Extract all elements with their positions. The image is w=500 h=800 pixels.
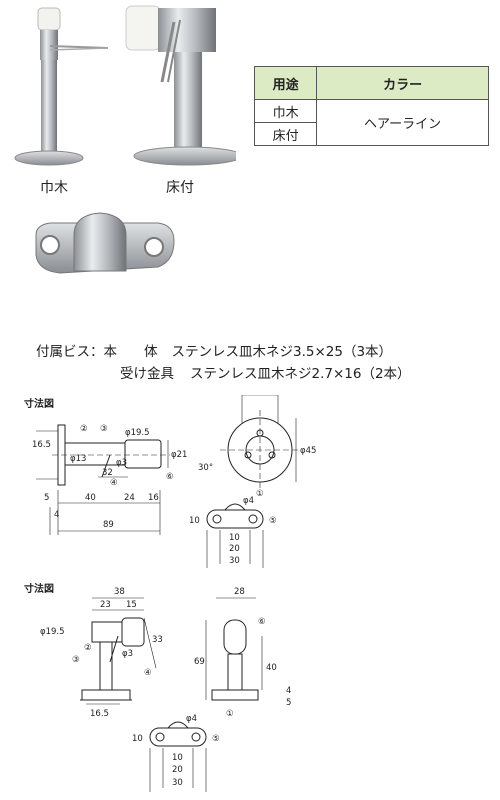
spec-header-use: 用途 (253, 66, 318, 100)
drawing1-d-89: 89 (103, 520, 114, 530)
drawing1-n1: ① (256, 489, 264, 499)
drawing1-n4: ④ (110, 478, 118, 488)
drawing1-d-base: φ13 (70, 454, 86, 464)
catch2-d-10l: 10 (132, 734, 143, 744)
drawing2-d-5: 5 (286, 698, 291, 708)
drawing2-d-165: 16.5 (90, 709, 109, 719)
photo-caption-wall: 巾木 (40, 180, 68, 196)
drawing1-d-32: 32 (102, 468, 113, 478)
dimension-drawing-floor: 寸法図 38 23 15 φ19.5 33 φ3 16.5 28 69 40 4… (24, 582, 291, 719)
dimension-drawing-catch-2: φ4 10 ⑤ 10 20 30 (132, 714, 220, 792)
drawing1-n3: ③ (100, 424, 108, 434)
drawing2-d-15: 15 (126, 600, 137, 610)
drawing1-d-45: φ45 (300, 446, 316, 456)
drawing2-n1: ① (226, 709, 234, 719)
product-photo-wall-type (14, 7, 109, 166)
drawing2-title: 寸法図 (24, 582, 54, 595)
screw-line-2-value: ステンレス皿木ネジ2.7×16（2本） (190, 366, 411, 382)
product-photo-floor-type (125, 5, 236, 166)
catch1-d-10: 10 (229, 533, 240, 543)
drawing1-d-40: 40 (85, 493, 96, 503)
spec-table: 用途 カラー 巾木 ヘアーライン 床付 (253, 66, 489, 146)
catch1-d-10l: 10 (189, 516, 200, 526)
screw-line-2: 受け金具ステンレス皿木ネジ2.7×16（2本） (120, 362, 411, 382)
photo-caption-floor: 床付 (166, 180, 194, 196)
drawing1-d-4: 4 (54, 510, 59, 520)
drawing1-d-165: 16.5 (32, 440, 51, 450)
catch1-d-30: 30 (229, 556, 240, 566)
drawing1-d-3: φ3 (116, 458, 127, 468)
drawing2-d-3: φ3 (122, 649, 133, 659)
screw-line-1-value: ステンレス皿木ネジ3.5×25（3本） (171, 344, 393, 360)
screw-line-1-label: 付属ビス：本 体 (36, 344, 158, 360)
drawing1-d-21: φ21 (171, 450, 187, 460)
drawing1-d-top: φ19.5 (125, 428, 150, 438)
drawing1-n2: ② (80, 424, 88, 434)
catch2-n5: ⑤ (212, 734, 220, 744)
catch1-d-20: 20 (229, 544, 240, 554)
drawing2-d-40: 40 (266, 663, 277, 673)
drawing1-d-16: 16 (148, 493, 159, 503)
screw-line-1: 付属ビス：本 体ステンレス皿木ネジ3.5×25（3本） (36, 340, 392, 360)
drawing2-d-33: 33 (152, 635, 163, 645)
catch2-d-phi4: φ4 (186, 714, 197, 724)
drawing2-d-28: 28 (234, 587, 245, 597)
drawing1-d-24: 24 (124, 493, 135, 503)
drawing2-n6: ⑥ (258, 617, 266, 627)
drawing2-d-4: 4 (286, 686, 291, 696)
drawing2-d-69: 69 (194, 657, 205, 667)
catch1-d-phi4: φ4 (243, 496, 254, 506)
product-photo-catch (35, 212, 175, 274)
catch2-d-10: 10 (172, 753, 183, 763)
drawing2-d-195: φ19.5 (40, 627, 65, 637)
catch2-d-20: 20 (172, 765, 183, 775)
drawing2-d-23: 23 (100, 600, 111, 610)
spec-use-2: 床付 (253, 122, 318, 146)
drawing2-n3: ③ (72, 655, 80, 665)
drawing2-n2: ② (84, 643, 92, 653)
dimension-drawing-catch-1: φ4 10 ⑤ 10 20 30 (189, 496, 277, 568)
drawing1-d-28: 28 (254, 395, 265, 396)
drawing2-d-38: 38 (114, 587, 125, 597)
drawing1-n6: ⑥ (166, 472, 174, 482)
drawing1-d-5: 5 (44, 493, 49, 503)
drawing1-d-30deg: 30° (198, 463, 213, 473)
drawing1-title: 寸法図 (24, 397, 54, 410)
drawing2-n4: ④ (144, 668, 152, 678)
dimension-drawing-wall: 寸法図 φ19.5 φ13 16.5 φ21 32 φ3 5 40 24 16 … (24, 395, 316, 535)
spec-header-color: カラー (316, 66, 489, 100)
spec-color: ヘアーライン (316, 99, 489, 146)
screw-line-2-label: 受け金具 (120, 366, 174, 382)
spec-use-1: 巾木 (253, 99, 318, 123)
catch2-d-30: 30 (172, 778, 183, 788)
catch1-n5: ⑤ (269, 516, 277, 526)
